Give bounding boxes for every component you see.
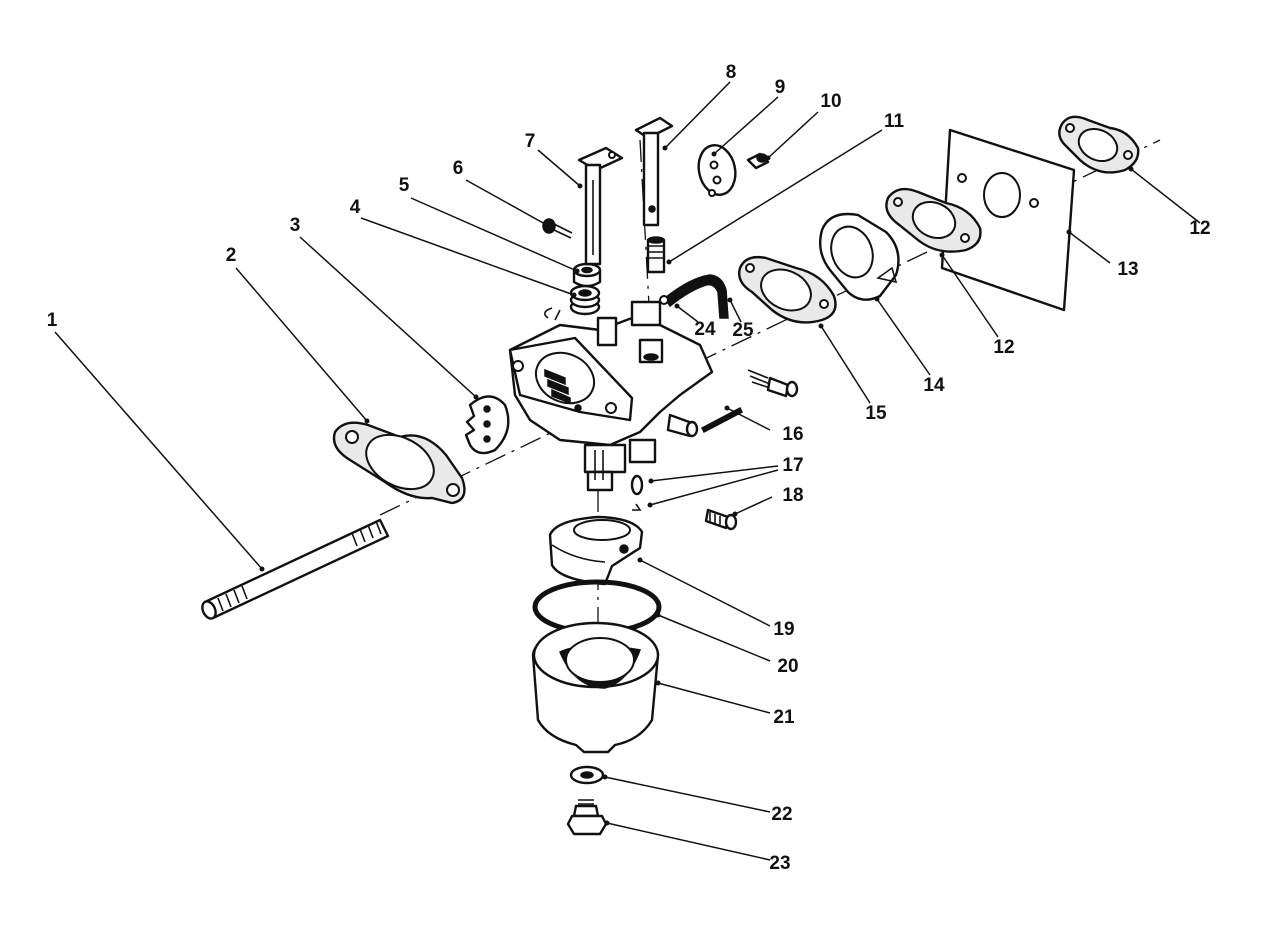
callout-15: 15 [865, 403, 887, 424]
callout-8: 8 [726, 62, 737, 83]
callout-11: 11 [884, 111, 905, 132]
carburetor-body [508, 300, 714, 492]
callout-1: 1 [47, 310, 58, 331]
part-5-seal [572, 262, 602, 288]
part-15-gasket [738, 255, 837, 324]
callout-7: 7 [525, 131, 536, 152]
part-24-25-vent-tube [659, 274, 729, 319]
callout-24: 24 [694, 319, 716, 340]
callout-16: 16 [782, 424, 803, 445]
callout-labels: 1 2 3 4 5 6 7 8 9 10 11 12 12 13 14 15 1… [47, 62, 1211, 874]
part-12-gasket-lower [885, 187, 982, 253]
part-8-choke-shaft [634, 116, 674, 227]
leader-lines [54, 81, 1201, 861]
part-6-screw [542, 218, 573, 239]
callout-13: 13 [1117, 259, 1138, 280]
part-18-screw [704, 508, 738, 531]
callout-9: 9 [775, 77, 786, 98]
part-14-spacer [819, 212, 900, 301]
callout-2: 2 [226, 245, 237, 266]
callout-10: 10 [820, 91, 841, 112]
callout-17: 17 [782, 455, 803, 476]
part-10-screw [746, 152, 770, 170]
callout-19: 19 [773, 619, 794, 640]
callout-23: 23 [769, 853, 790, 874]
part-7-throttle-shaft [577, 146, 624, 266]
part-12-gasket-upper [1058, 115, 1140, 174]
part-23-nut [566, 799, 608, 836]
part-9-choke-plate [697, 144, 737, 197]
part-1-stud [201, 518, 390, 620]
callout-20: 20 [777, 656, 798, 677]
callout-14: 14 [923, 375, 945, 396]
callout-6: 6 [453, 158, 464, 179]
part-2-gasket [332, 421, 466, 505]
callout-5: 5 [399, 175, 410, 196]
callout-25: 25 [732, 320, 754, 341]
part-13-plate [940, 128, 1076, 312]
part-17-o-rings [630, 474, 644, 511]
callout-21: 21 [773, 707, 795, 728]
part-3-throttle-plate [464, 395, 510, 455]
part-19-float [548, 515, 644, 586]
part-21-float-bowl [531, 621, 660, 754]
callout-12b: 12 [993, 337, 1014, 358]
part-16-pin [701, 406, 743, 434]
callout-18: 18 [782, 485, 803, 506]
part-11-needle-valve [646, 236, 666, 274]
callout-12a: 12 [1189, 218, 1210, 239]
idle-screw [747, 369, 799, 398]
callout-22: 22 [771, 804, 792, 825]
callout-4: 4 [350, 197, 361, 218]
part-4-spring [569, 284, 601, 316]
part-22-washer [569, 765, 605, 785]
callout-3: 3 [290, 215, 301, 236]
